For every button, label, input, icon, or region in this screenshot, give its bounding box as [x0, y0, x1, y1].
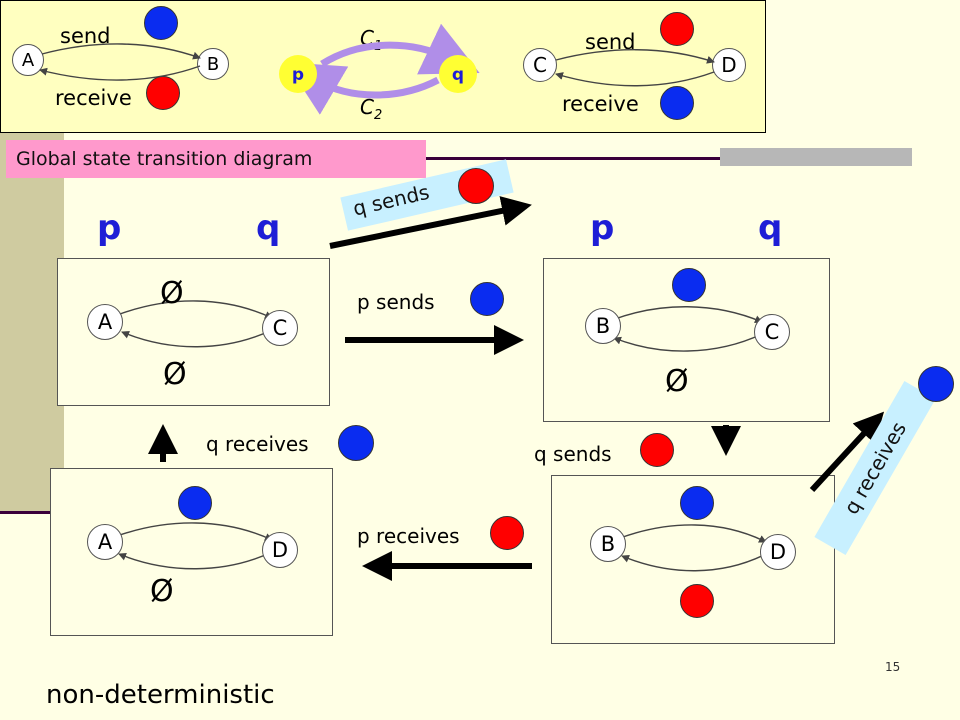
- state-br-forward-curve: [619, 524, 767, 543]
- p-sends-blue-message: [470, 282, 504, 316]
- grey-accent-bar: [720, 148, 912, 166]
- header-q-left: q: [256, 208, 281, 248]
- state-bl-back-curve: [118, 551, 273, 570]
- p-receives-red-message: [490, 516, 524, 550]
- state-br-red-message: [680, 584, 714, 618]
- sidebar-decoration: [0, 133, 64, 513]
- header-p-right: p: [590, 208, 615, 248]
- legend-ab-receive-curve: [39, 65, 201, 81]
- channel-c1-arrow: [320, 23, 480, 75]
- state-bl-blue-message: [178, 486, 212, 520]
- q-sends-right-red-message: [640, 433, 674, 467]
- title-underline: [426, 157, 912, 160]
- legend-cd-receive-curve: [555, 71, 715, 87]
- state-br-blue-message: [680, 486, 714, 520]
- label-q-receives-left: q receives: [206, 432, 309, 456]
- footer-note: non-deterministic: [46, 680, 275, 710]
- legend-cd-send-curve: [555, 49, 715, 64]
- state-tl-node-left: A: [87, 304, 123, 340]
- legend-right-blue-message: [660, 86, 694, 120]
- state-tl-back-curve: [121, 329, 273, 348]
- legend-node-d: D: [712, 48, 746, 82]
- legend-blue-message: [144, 6, 178, 40]
- label-p-receives: p receives: [357, 524, 460, 548]
- state-tl-node-right: C: [262, 310, 298, 346]
- legend-node-b: B: [197, 48, 229, 80]
- state-tr-node-left-label: B: [595, 314, 611, 338]
- legend-receive-label: receive: [55, 86, 132, 110]
- state-tr-node-right: C: [754, 314, 790, 350]
- process-p-text: p: [292, 65, 304, 85]
- channel-c2-text: C: [360, 95, 374, 119]
- legend-node-a: A: [12, 44, 44, 76]
- sidebar-bottom-line: [0, 511, 64, 514]
- legend-right-receive-label: receive: [562, 92, 639, 116]
- state-br-back-curve: [621, 553, 767, 572]
- page-number: 15: [885, 660, 901, 674]
- legend-red-message: [146, 76, 180, 110]
- process-q-text: q: [452, 65, 464, 85]
- q-receives-right-blue-message: [918, 366, 954, 402]
- legend-node-a-label: A: [21, 49, 35, 71]
- state-tl-empty-bottom: Ø: [163, 357, 187, 392]
- legend-ab-send-curve: [41, 43, 201, 60]
- state-tl-forward-curve: [119, 300, 273, 319]
- state-bl-node-left-label: A: [97, 530, 113, 554]
- state-tr-node-left: B: [585, 308, 621, 344]
- state-bl-empty-bottom: Ø: [150, 574, 174, 609]
- state-tr-blue-message: [672, 268, 706, 302]
- process-q-circle: [439, 55, 477, 93]
- legend-node-c: C: [523, 48, 557, 82]
- state-bl-forward-curve: [116, 522, 273, 541]
- arrow-q-receives-right: [809, 411, 885, 493]
- state-tr-forward-curve: [611, 306, 763, 323]
- state-bl-node-right-label: D: [271, 538, 289, 562]
- process-p-circle: [279, 55, 317, 93]
- legend-node-d-label: D: [721, 53, 737, 77]
- state-br-node-left: B: [590, 526, 626, 562]
- state-br-node-right: D: [760, 534, 796, 570]
- state-bl-node-right: D: [262, 532, 298, 568]
- q-receives-left-blue-message: [338, 425, 374, 461]
- state-tl-empty-top: Ø: [160, 276, 184, 311]
- state-tr-back-curve: [613, 333, 763, 352]
- diagram-title: Global state transition diagram: [6, 140, 426, 178]
- legend-panel: [0, 0, 766, 133]
- state-br-node-left-label: B: [600, 532, 616, 556]
- legend-node-c-label: C: [533, 53, 547, 77]
- legend-right-red-message: [660, 12, 694, 46]
- channel-c2-arrow: [285, 62, 440, 115]
- state-bl-node-left: A: [87, 524, 123, 560]
- legend-node-b-label: B: [206, 53, 220, 75]
- channel-c2-label: C2: [360, 95, 382, 123]
- channel-c2-subscript: 2: [373, 108, 383, 123]
- header-q-right: q: [758, 208, 783, 248]
- label-q-sends-right: q sends: [534, 442, 612, 466]
- header-p-left: p: [97, 208, 122, 248]
- arrow-q-sends-top: [329, 196, 532, 249]
- state-tr-empty-bottom: Ø: [665, 364, 689, 399]
- q-sends-top-red-message: [458, 168, 494, 204]
- state-tr-node-right-label: C: [764, 320, 780, 344]
- state-tl-node-right-label: C: [272, 316, 288, 340]
- state-br-node-right-label: D: [769, 540, 787, 564]
- label-p-sends: p sends: [357, 290, 435, 314]
- state-tl-node-left-label: A: [97, 310, 113, 334]
